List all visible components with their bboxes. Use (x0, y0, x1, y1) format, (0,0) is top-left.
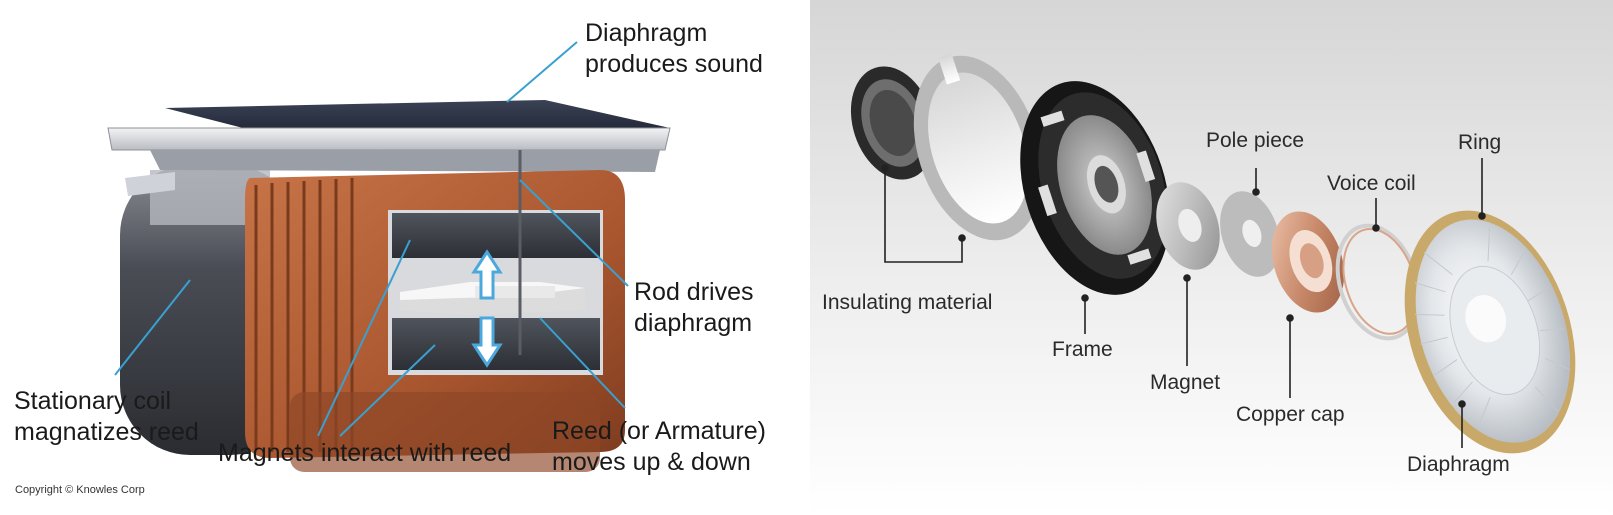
balanced-armature-diagram: Diaphragm produces sound Rod drives diap… (14, 18, 766, 496)
label-insulating-material: Insulating material (822, 291, 993, 314)
leader-coil (114, 279, 191, 376)
leader-lines (114, 41, 629, 437)
label-reed-line1: Reed (or Armature) (552, 417, 766, 445)
label-diaphragm-right: Diaphragm (1407, 453, 1510, 476)
label-reed-line2: moves up & down (552, 447, 751, 476)
motion-arrows (471, 249, 503, 368)
callout-lines (881, 158, 1486, 448)
label-diaphragm: Diaphragm produces sound (585, 18, 763, 79)
label-rod-line2: diaphragm (634, 308, 753, 337)
leader-reed (539, 317, 626, 409)
magnet-part (1156, 182, 1220, 270)
ring-diaphragm-part (1404, 210, 1576, 454)
label-magnets: Magnets interact with reed (218, 439, 512, 467)
label-coil: Stationary coil magnatizes reed (14, 386, 199, 447)
upper-magnet (392, 213, 600, 258)
exploded-driver-illustration (810, 0, 1613, 515)
label-frame: Frame (1052, 338, 1113, 361)
pole-piece-part (1220, 191, 1280, 277)
balanced-armature-illustration (107, 41, 671, 472)
label-diaphragm-line2: produces sound (585, 49, 763, 78)
label-voice-coil: Voice coil (1327, 172, 1416, 195)
leader-magnet-upper (317, 239, 411, 437)
diaphragm-plate (107, 100, 671, 172)
dynamic-driver-diagram: Insulating material Frame Magnet Pole pi… (810, 0, 1613, 515)
copyright-text: Copyright © Knowles Corp (15, 484, 145, 496)
leader-diaphragm (506, 41, 578, 103)
label-ring: Ring (1458, 131, 1502, 154)
leader-magnet-lower (339, 344, 436, 437)
label-pole-piece: Pole piece (1206, 129, 1305, 152)
label-coil-line1: Stationary coil (14, 387, 172, 415)
insulating-ring (913, 53, 1043, 241)
label-copper-cap: Copper cap (1236, 403, 1345, 426)
label-diaphragm-line1: Diaphragm (585, 19, 708, 47)
insulating-disc (850, 66, 936, 180)
frame-part (1020, 81, 1170, 295)
label-rod-line1: Rod drives (634, 278, 754, 306)
label-rod: Rod drives diaphragm (634, 277, 754, 338)
label-magnet: Magnet (1150, 371, 1221, 394)
leader-rod (519, 179, 629, 287)
label-coil-line2: magnatizes reed (14, 417, 199, 446)
callout-insulating (884, 170, 963, 263)
copper-cap-part (1271, 211, 1345, 313)
label-reed: Reed (or Armature) moves up & down (552, 416, 766, 477)
